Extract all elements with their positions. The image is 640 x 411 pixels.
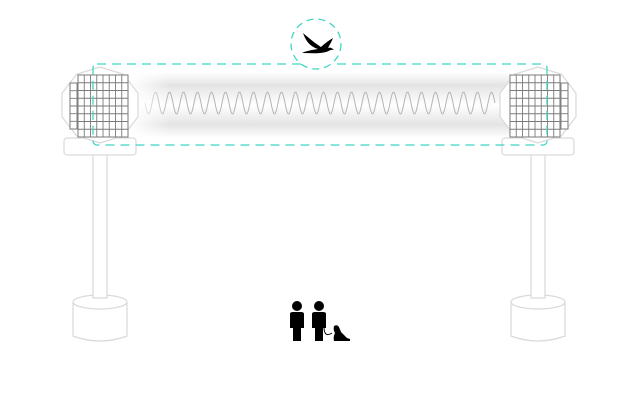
wave-path	[144, 91, 496, 115]
bird-icon	[302, 33, 334, 54]
leash	[323, 326, 333, 335]
wave-signal	[144, 91, 496, 115]
pedestal-base	[72, 302, 128, 342]
person-icon	[312, 301, 326, 341]
pole	[530, 149, 546, 299]
dog-icon	[333, 325, 350, 341]
pole	[92, 149, 108, 299]
right-receiver-tower	[499, 66, 577, 342]
person-icon	[290, 301, 304, 341]
pedestal-base	[510, 302, 566, 342]
emitter-grid-icon	[69, 74, 129, 138]
receiver-grid-icon	[509, 74, 569, 138]
safety-boundary	[92, 63, 548, 146]
left-transmitter-tower	[61, 66, 139, 342]
